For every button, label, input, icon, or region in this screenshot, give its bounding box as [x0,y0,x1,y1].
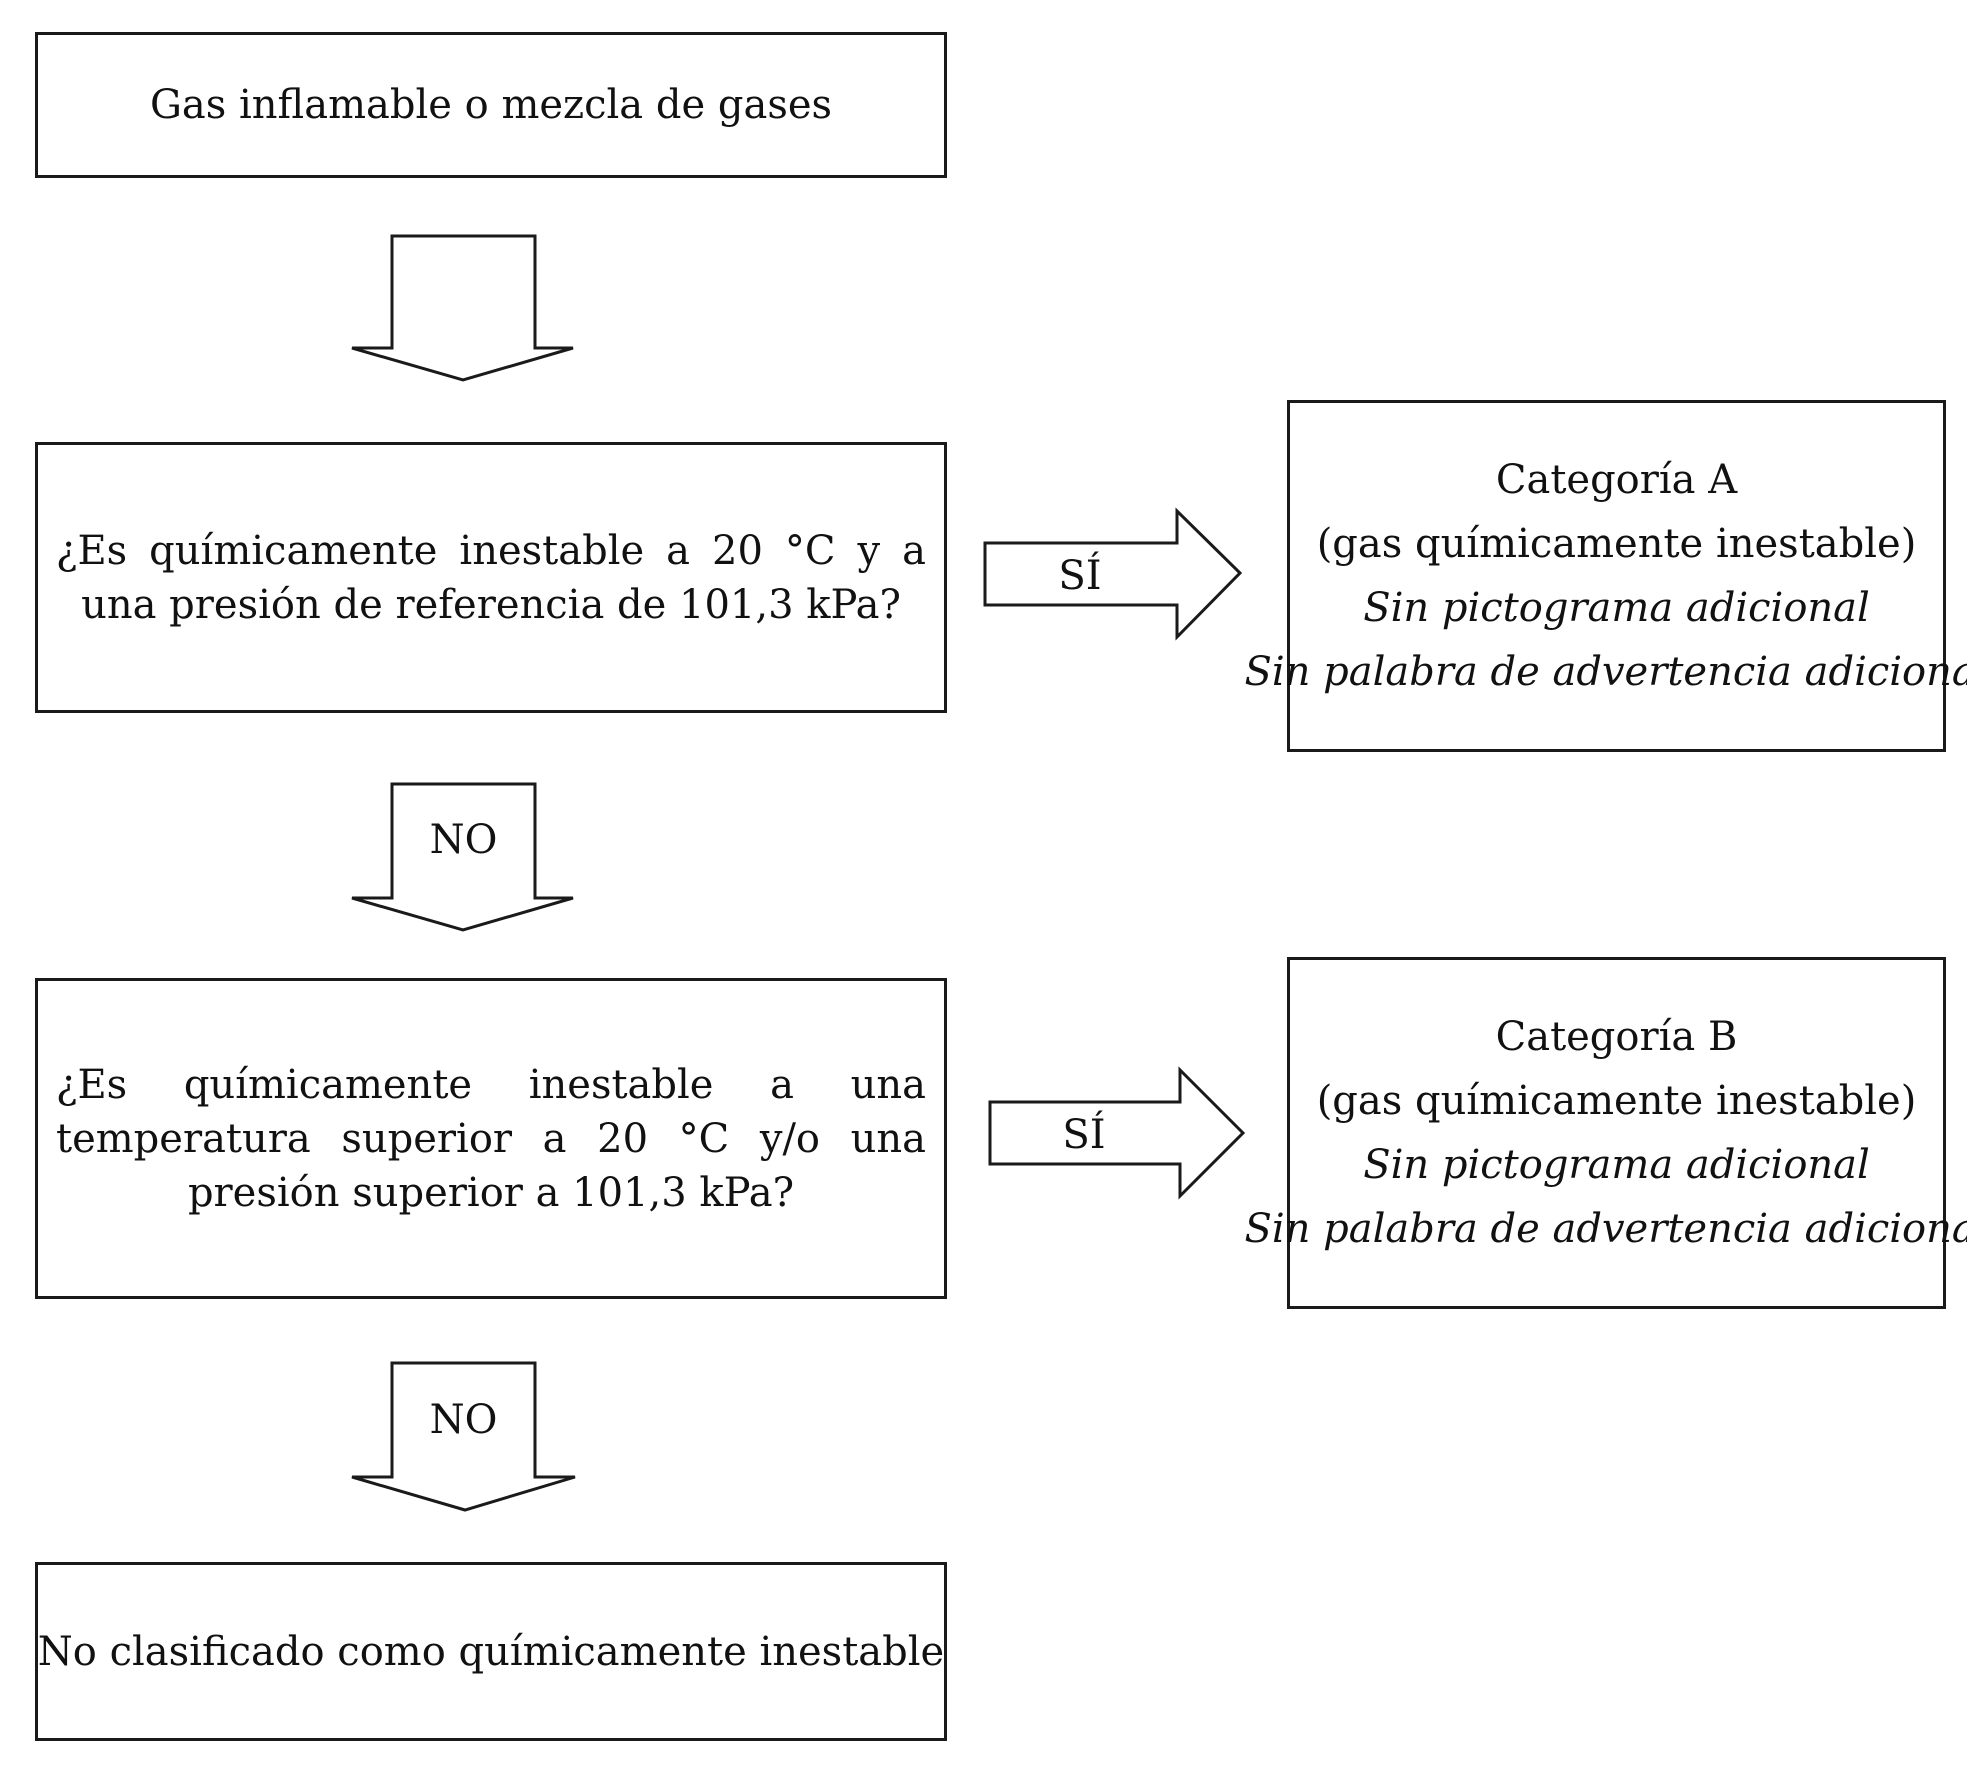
category-a-box: Categoría A (gas químicamente inestable)… [1244,400,1967,752]
category-a-signal-word: Sin palabra de advertencia adicional [1244,649,1967,695]
end-text: No clasificado como químicamente inestab… [37,1628,945,1675]
down-arrow-1 [351,234,574,382]
question-1-text: ¿Es químicamente inestable a 20 °C y a u… [56,527,926,628]
category-a-subtitle: (gas químicamente inestable) [1316,521,1917,567]
yes-label-2: SÍ [1062,1112,1106,1158]
category-b-box: Categoría B (gas químicamente inestable)… [1244,957,1967,1309]
category-b-signal-word: Sin palabra de advertencia adicional [1244,1206,1967,1252]
start-box: Gas inflamable o mezcla de gases [35,32,947,178]
question-2-text: ¿Es químicamente inestable a una tempera… [56,1061,926,1216]
category-b-pictogram: Sin pictograma adicional [1363,1142,1870,1188]
question-2-box: ¿Es químicamente inestable a una tempera… [35,978,947,1299]
category-b-title: Categoría B [1495,1014,1738,1060]
question-1-box: ¿Es químicamente inestable a 20 °C y a u… [35,442,947,713]
no-label-1: NO [429,817,498,863]
category-a-title: Categoría A [1495,457,1738,503]
end-box: No clasificado como químicamente inestab… [35,1562,947,1741]
no-label-2: NO [429,1397,498,1443]
category-b-subtitle: (gas químicamente inestable) [1316,1078,1917,1124]
category-a-pictogram: Sin pictograma adicional [1363,585,1870,631]
yes-label-1: SÍ [1058,553,1102,599]
start-text: Gas inflamable o mezcla de gases [149,82,833,128]
